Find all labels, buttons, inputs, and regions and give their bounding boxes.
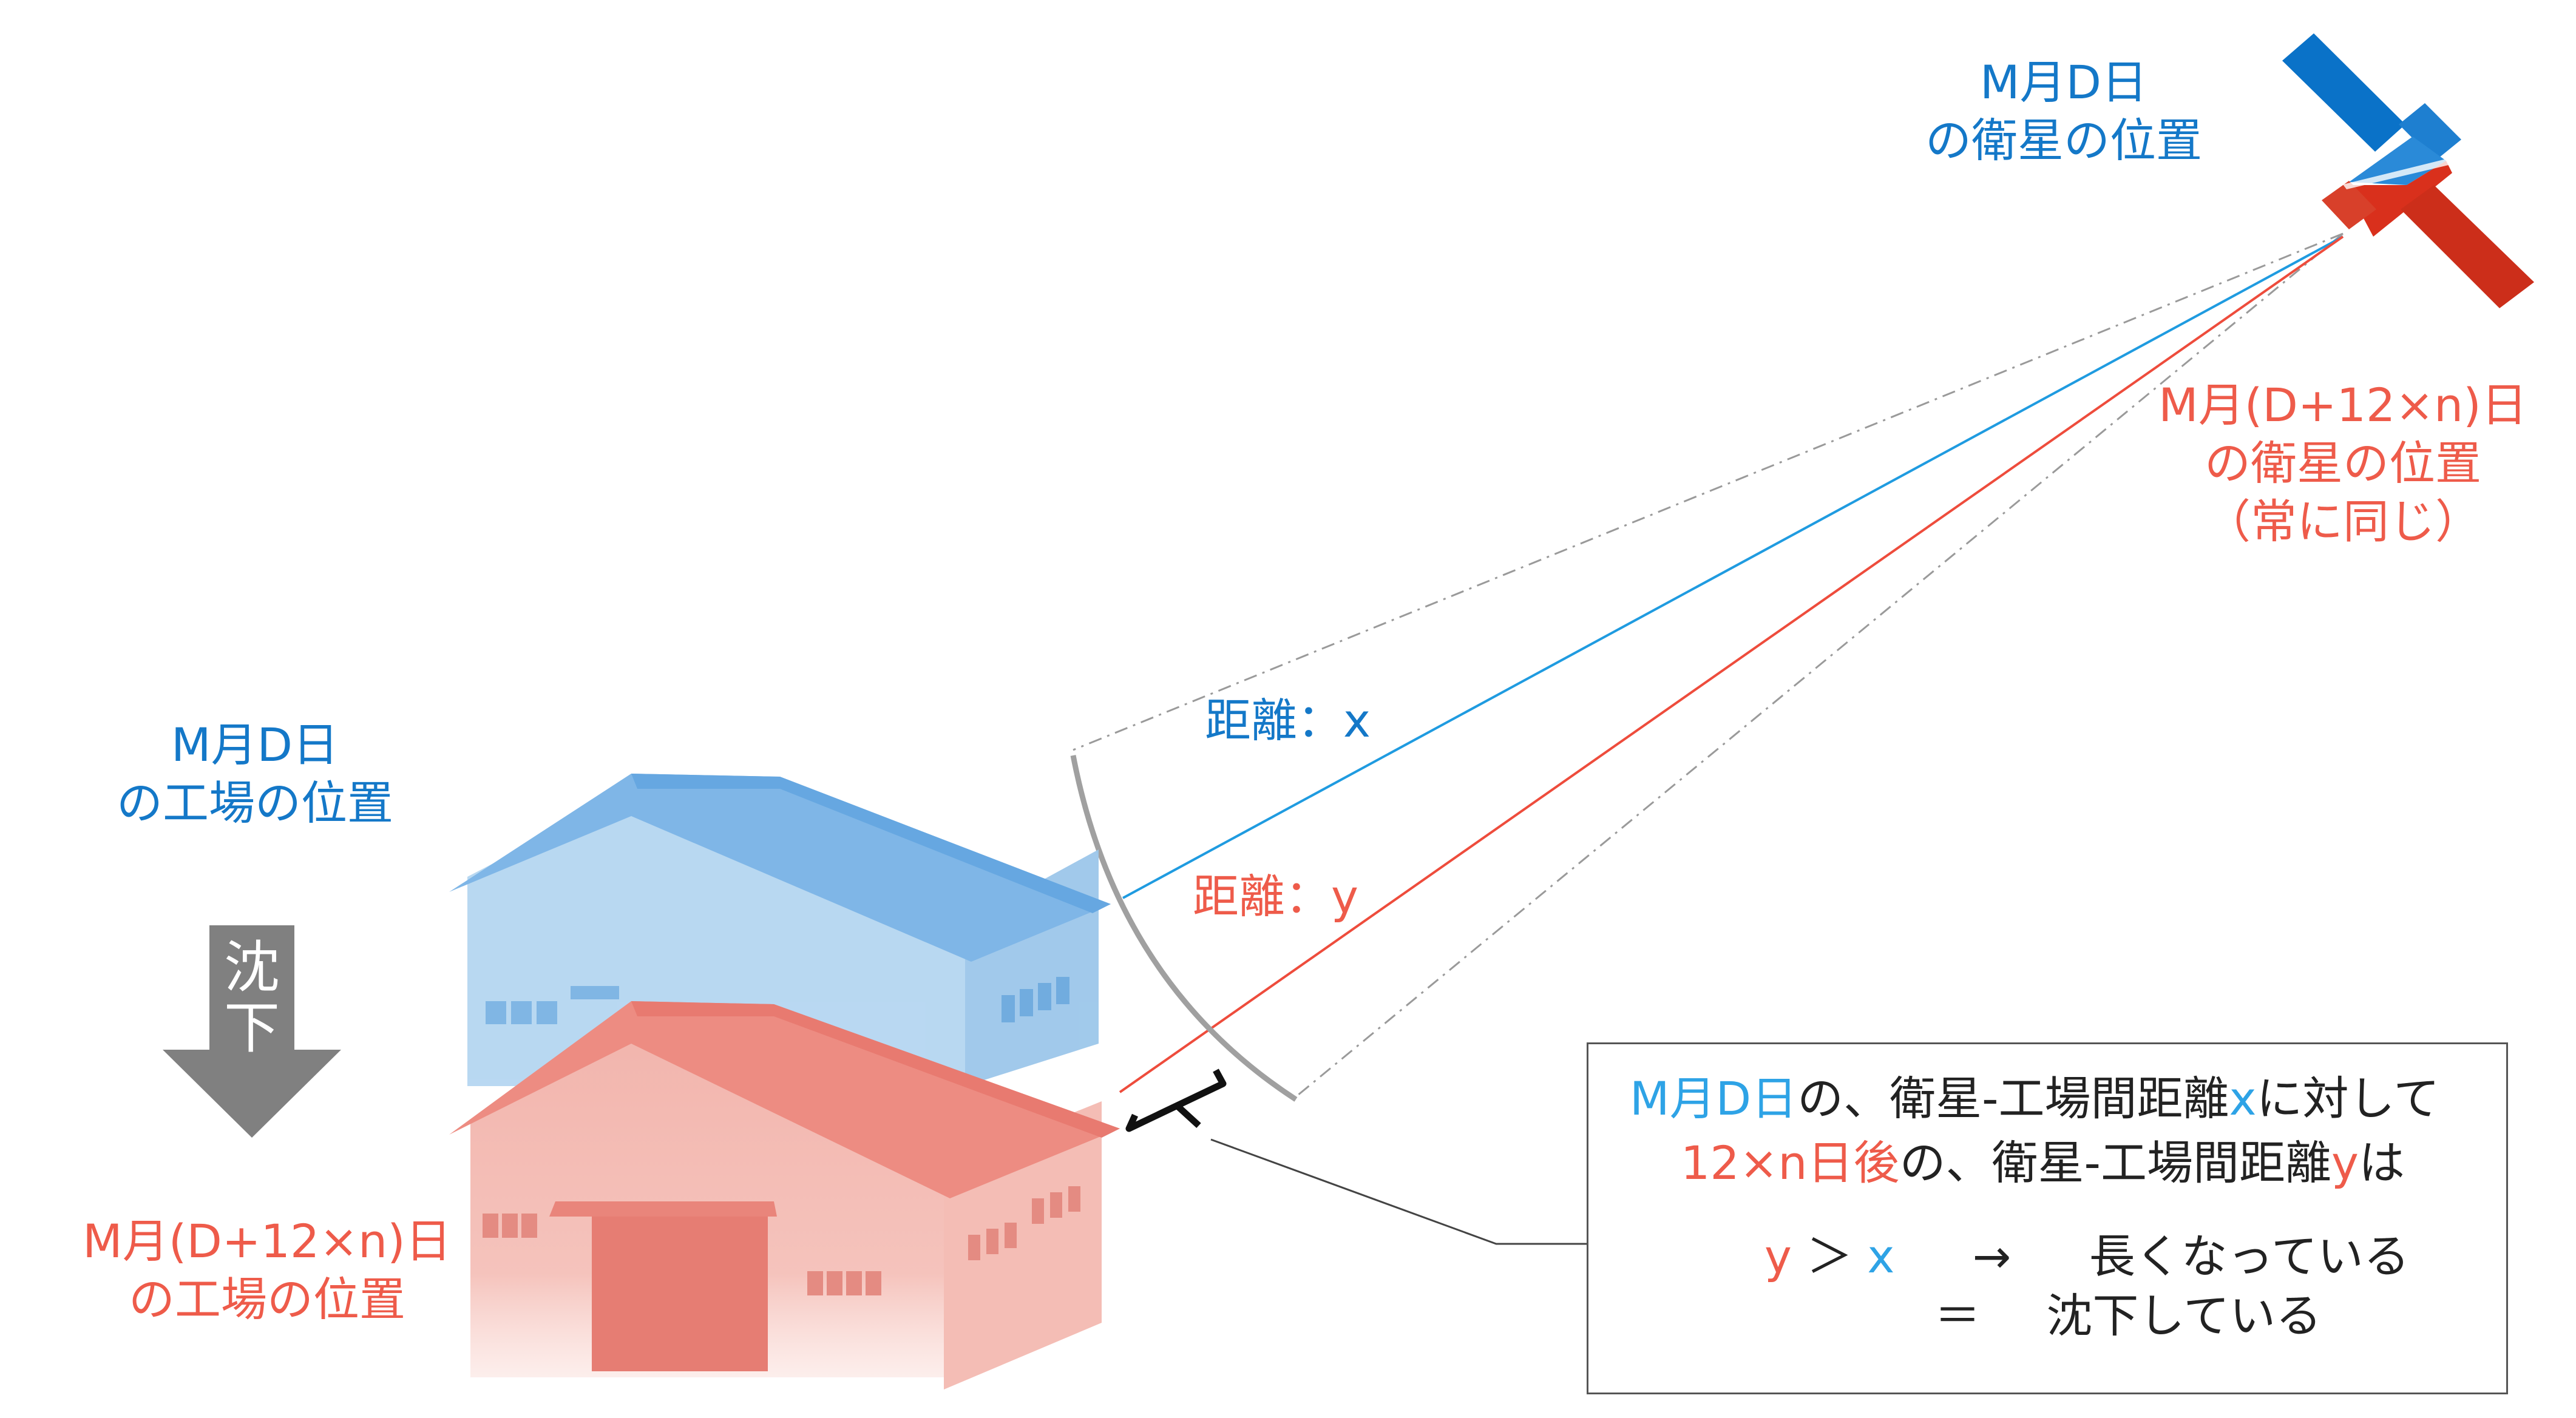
satellite-later-line-1: M月(D+12×n)日 [2158,378,2527,432]
explanation-line-1: M月D日の、衛星-工場間距離xに対して [1630,1070,2439,1128]
explanation-line-1-text: の、衛星-工場間距離 [1797,1072,2229,1126]
result-arrow-icon: → [1972,1229,2012,1283]
result-y: y [1764,1229,1792,1283]
distance-x-line [1122,235,2344,899]
satellite-md-line-2: の衛星の位置 [1925,113,2202,167]
sink-arrow-icon [163,925,341,1138]
difference-bracket [1125,1069,1227,1132]
factory-later-line-2: の工場の位置 [129,1272,405,1326]
factory-red-icon [449,1001,1120,1389]
sink-arrow-char-1: 沈 [223,935,280,1000]
explanation-box: M月D日の、衛星-工場間距離xに対して 12×n日後の、衛星-工場間距離yは y… [1587,1042,2508,1394]
factory-blue-icon [449,774,1111,1086]
explanation-y: y [2331,1136,2359,1190]
equal-distance-arc [1070,755,1298,1102]
factory-later-label: M月(D+12×n)日 の工場の位置 [61,1212,473,1329]
factory-md-label: M月D日 の工場の位置 [85,716,425,832]
explanation-line-2: 12×n日後の、衛星-工場間距離yは [1681,1134,2405,1192]
explanation-later-date: 12×n日後 [1681,1136,1900,1190]
satellite-icon [2282,33,2534,308]
explanation-line-3: y ＞ x → 長くなっている [1764,1227,2410,1286]
callout-leader [1210,1138,1587,1245]
factory-md-line-1: M月D日 [171,718,339,772]
beam-outline [1073,232,2344,1099]
result-longer-text: 長くなっている [2089,1229,2410,1283]
explanation-x: x [2229,1072,2257,1126]
distance-y-label: 距離：y [1193,869,1358,923]
result-equals: ＝ [1934,1289,1981,1343]
factory-later-line-1: M月(D+12×n)日 [83,1214,452,1268]
result-sinking-text: 沈下している [2046,1289,2322,1343]
satellite-later-label: M月(D+12×n)日 の衛星の位置 （常に同じ） [2143,376,2543,551]
result-greater-than: ＞ [1806,1229,1853,1283]
satellite-later-line-2: の衛星の位置 [2205,436,2481,490]
explanation-line-2-suffix: は [2358,1136,2405,1190]
sink-arrow-char-2: 下 [223,996,280,1061]
factory-md-line-2: の工場の位置 [117,776,393,830]
explanation-line-2-text: の、衛星-工場間距離 [1899,1136,2331,1190]
distance-y-line [1119,235,2344,1093]
result-x: x [1867,1229,1895,1283]
satellite-md-label: M月D日 の衛星の位置 [1912,53,2215,170]
distance-x-label: 距離：x [1205,694,1371,748]
satellite-md-line-1: M月D日 [1979,55,2148,109]
satellite-later-line-3: （常に同じ） [2205,495,2481,549]
explanation-line-1-suffix: に対して [2256,1072,2440,1126]
sink-arrow-label: 沈 下 [215,937,288,1059]
explanation-md-date: M月D日 [1630,1072,1798,1126]
explanation-line-4: ＝ 沈下している [1934,1287,2322,1345]
